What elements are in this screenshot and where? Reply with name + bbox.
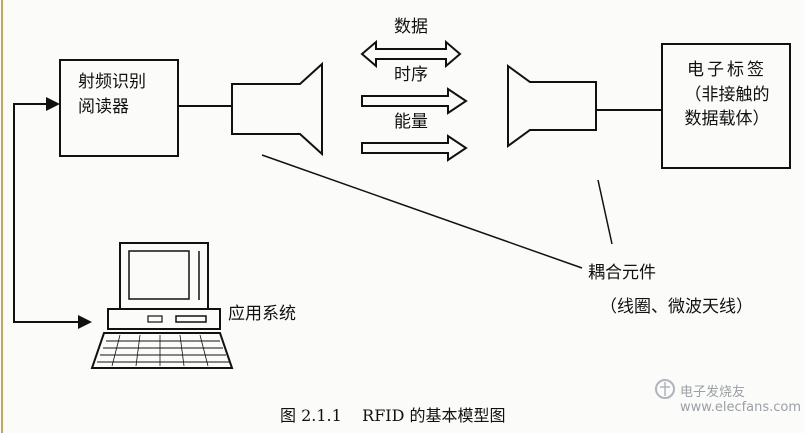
coupling-label-line2: （线圈、微波天线） bbox=[600, 297, 753, 317]
tag-label-line1: 电子标签 bbox=[687, 60, 767, 80]
system-link-line bbox=[13, 103, 84, 323]
reader-box bbox=[59, 59, 179, 157]
timing-arrow bbox=[361, 87, 468, 115]
reader-antenna bbox=[231, 61, 323, 157]
app-system-label: 应用系统 bbox=[228, 304, 296, 324]
tag-antenna bbox=[507, 64, 597, 148]
figure-caption: 图 2.1.1 RFID 的基本模型图 bbox=[280, 406, 506, 425]
energy-label: 能量 bbox=[394, 112, 428, 132]
energy-arrow bbox=[361, 134, 468, 162]
computer-icon bbox=[90, 242, 234, 369]
arrowhead-to-reader bbox=[46, 97, 60, 111]
coupling-pointer-left bbox=[261, 154, 583, 269]
watermark-logo-icon bbox=[655, 379, 675, 399]
reader-label-line1: 射频识别 bbox=[78, 72, 146, 92]
arrowhead-to-computer bbox=[78, 315, 92, 329]
watermark-text: 电子发烧友 www.elecfans.com bbox=[680, 385, 802, 415]
tag-label: 电子标签 （非接触的 数据载体） bbox=[672, 58, 782, 132]
data-double-arrow bbox=[360, 39, 462, 69]
timing-label: 时序 bbox=[394, 65, 428, 85]
reader-label-line2: 阅读器 bbox=[78, 96, 129, 117]
data-label: 数据 bbox=[394, 17, 428, 37]
reader-label: 射频识别 阅读器 bbox=[78, 70, 146, 119]
tag-label-line3: 数据载体） bbox=[684, 109, 770, 130]
tag-label-line2: （非接触的 bbox=[684, 84, 770, 105]
coupling-pointer-right bbox=[597, 179, 613, 245]
coupling-label-line1: 耦合元件 bbox=[588, 263, 656, 283]
tag-box bbox=[661, 43, 791, 169]
